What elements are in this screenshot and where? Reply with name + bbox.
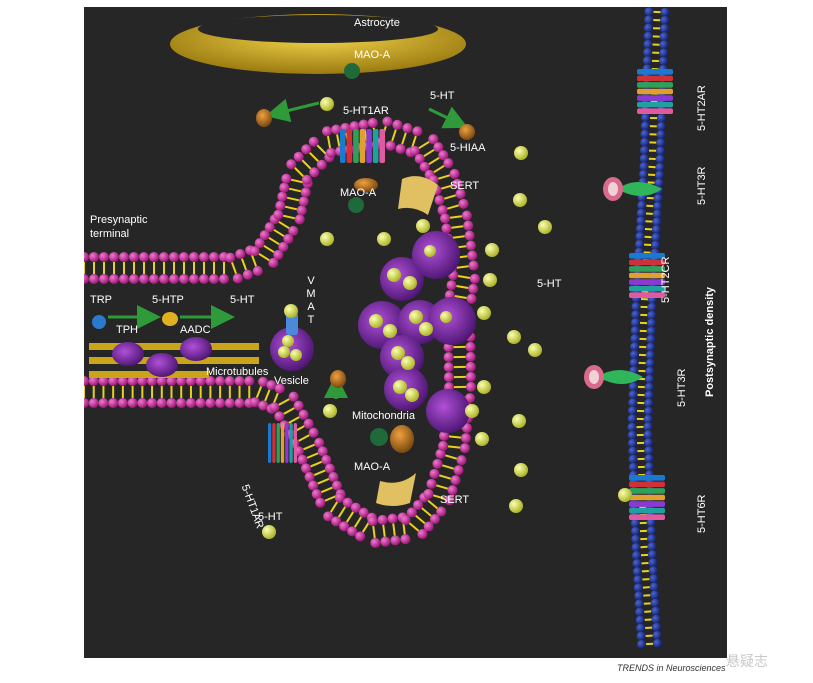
vmat-letter-t: T (307, 314, 315, 326)
presynaptic-membrane (84, 116, 480, 548)
metabolites (92, 109, 475, 388)
mao-a-enzymes (344, 63, 414, 453)
vesicle (270, 313, 314, 371)
label-tph: TPH (116, 324, 138, 336)
label-5-ht-left: 5-HT (230, 294, 255, 306)
label-sert-bottom: SERT (440, 494, 470, 506)
microtubules (89, 337, 259, 378)
label-aadc: AADC (180, 324, 211, 336)
vmat-letter-a: A (307, 301, 315, 313)
watermark: 悬疑志 (726, 653, 768, 669)
label-astrocyte: Astrocyte (354, 17, 400, 29)
serotonin-molecules (262, 97, 632, 539)
label-vesicle: Vesicle (274, 375, 309, 387)
vesicle-cluster (358, 231, 476, 433)
label-5-ht3r-top: 5-HT3R (696, 166, 708, 205)
label-postsynaptic-density: Postsynaptic density (704, 286, 716, 397)
vmat-letter-m: M (306, 288, 316, 300)
postsynaptic-receptors (584, 69, 673, 520)
5-ht1ar-receptors (268, 129, 385, 463)
label-5-ht1ar-top: 5-HT1AR (343, 105, 389, 117)
label-microtubules: Microtubules (206, 366, 269, 378)
diagram-canvas: Astrocyte MAO-A 5-HT 5-HT1AR 5-HIAA MAO-… (84, 7, 727, 658)
vmat-letter-v: V (307, 275, 315, 287)
footer-source: TRENDS in Neurosciences (617, 663, 726, 673)
label-5-ht2ar: 5-HT2AR (696, 85, 708, 131)
label-mitochondria: Mitochondria (352, 410, 415, 422)
label-5-ht-bottom: 5-HT (258, 511, 283, 523)
label-mao-a-top: MAO-A (354, 49, 391, 61)
serotonin-synapse-diagram (84, 7, 673, 649)
label-mao-a-bottom: MAO-A (354, 461, 391, 473)
pathway-arrows (108, 98, 469, 399)
label-mao-a-mid: MAO-A (340, 187, 377, 199)
label-5-htp: 5-HTP (152, 294, 184, 306)
label-trp: TRP (90, 294, 112, 306)
label-5-ht6r: 5-HT6R (696, 494, 708, 533)
astrocyte (170, 14, 466, 74)
label-5-hiaa: 5-HIAA (450, 142, 486, 154)
sert-transporters (376, 176, 438, 506)
label-sert-top: SERT (450, 180, 480, 192)
label-5-ht2cr: 5-HT2CR (660, 256, 672, 303)
label-vmat: V M A T (306, 275, 316, 327)
label-5-ht3r-bottom: 5-HT3R (676, 368, 688, 407)
label-presynaptic-terminal: Presynaptic terminal (90, 214, 148, 240)
label-5-ht-cleft: 5-HT (537, 278, 562, 290)
label-5-ht-top: 5-HT (430, 90, 455, 102)
